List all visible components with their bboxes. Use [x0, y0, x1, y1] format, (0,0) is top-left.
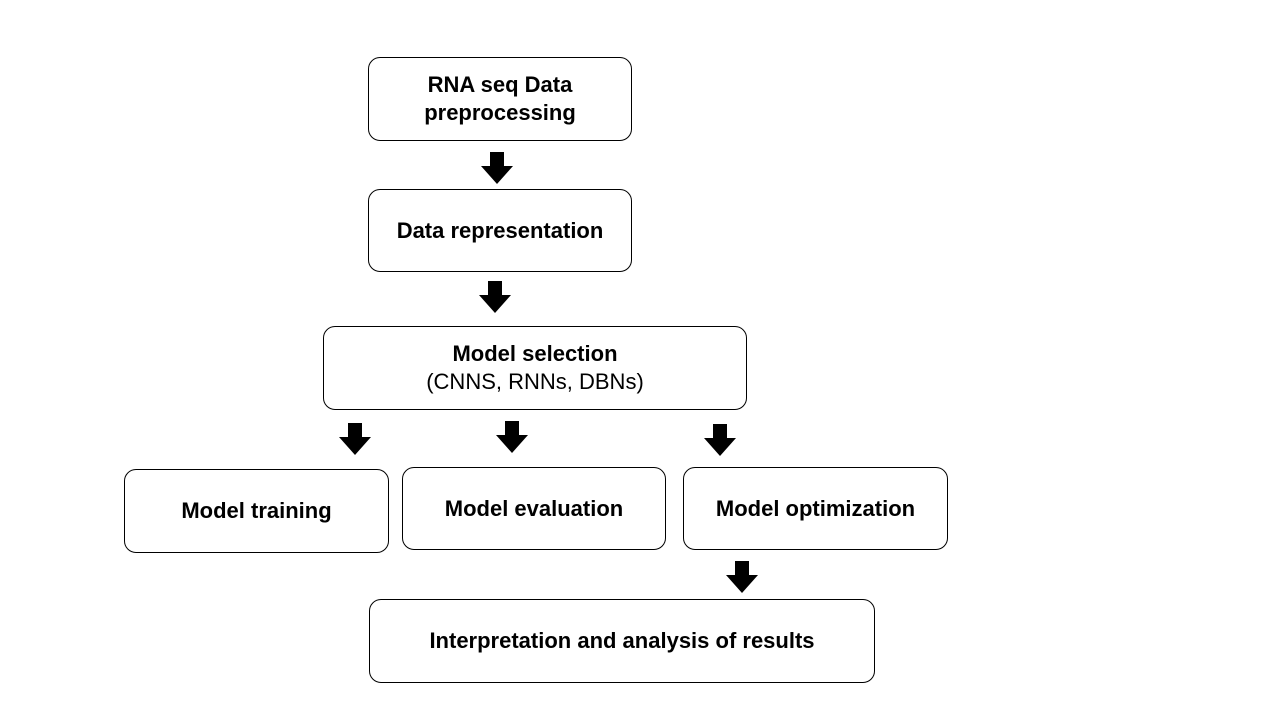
- step-interpretation: Interpretation and analysis of results: [369, 599, 875, 683]
- step-rna-preprocessing: RNA seq Data preprocessing: [368, 57, 632, 141]
- down-arrow-icon: [726, 561, 758, 593]
- step-model-optimization: Model optimization: [683, 467, 948, 550]
- down-arrow-icon: [479, 281, 511, 313]
- step-model-selection: Model selection (CNNS, RNNs, DBNs): [323, 326, 747, 410]
- step-data-representation-label: Data representation: [396, 217, 604, 243]
- step-model-selection-label: Model selection: [452, 341, 618, 366]
- step-model-optimization-label: Model optimization: [715, 495, 916, 521]
- down-arrow-icon: [339, 423, 371, 455]
- down-arrow-icon: [481, 152, 513, 184]
- down-arrow-icon: [496, 421, 528, 453]
- step-model-training: Model training: [124, 469, 389, 553]
- step-model-evaluation-label: Model evaluation: [444, 495, 624, 521]
- step-rna-preprocessing-line1: RNA seq Data: [427, 72, 573, 97]
- step-interpretation-label: Interpretation and analysis of results: [429, 628, 815, 653]
- step-model-selection-detail: (CNNS, RNNs, DBNs): [426, 369, 644, 394]
- step-model-training-label: Model training: [181, 498, 332, 523]
- down-arrow-icon: [704, 424, 736, 456]
- step-rna-preprocessing-line2: preprocessing: [424, 100, 576, 125]
- step-model-evaluation: Model evaluation: [402, 467, 666, 550]
- step-data-representation: Data representation: [368, 189, 632, 272]
